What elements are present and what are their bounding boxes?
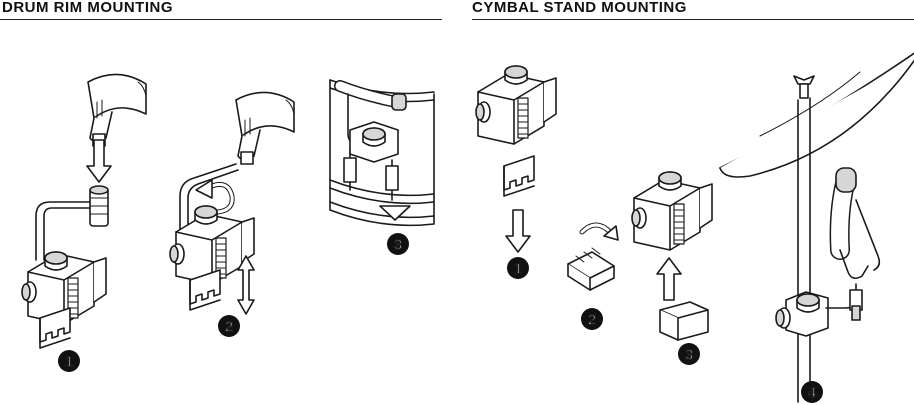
cymbal-step3-illustration: [631, 171, 713, 341]
microphone-icon: [829, 167, 881, 321]
mic-clip-icon: [235, 91, 295, 165]
cymbal-clamp-icon: [631, 171, 713, 251]
drum-rim-step3-badge: 3: [386, 232, 410, 256]
cymbal-step2-badge: 2: [580, 307, 604, 331]
drum-rim-step1-illustration: [21, 73, 147, 349]
cymbal-stand-mounting-title: CYMBAL STAND MOUNTING: [472, 0, 687, 16]
drum-rim-title-rule: [0, 19, 442, 20]
drum-rim-step2-badge: 2: [217, 314, 241, 338]
thread-adapter-icon: [89, 185, 109, 227]
drum-rim-mounting-title: DRUM RIM MOUNTING: [2, 0, 173, 16]
gooseneck-arm-icon: [179, 163, 239, 241]
stand-insert-icon: [503, 155, 535, 197]
up-down-arrow-icon: [237, 255, 255, 315]
cymbal-step4-badge: 4: [800, 380, 824, 404]
step-number: 1: [65, 354, 73, 371]
clamp-on-stand-icon: [775, 291, 829, 337]
rotate-arrow-icon: [195, 179, 235, 215]
rim-clamp-icon: [349, 121, 399, 163]
cymbal-clamp-icon: [475, 65, 557, 145]
cymbal-step4-illustration: [719, 52, 914, 403]
cymbal-stand-icon: [797, 97, 811, 403]
step-number: 4: [808, 385, 817, 402]
rim-clamp-icon: [169, 205, 255, 311]
stand-insert-icon: [659, 301, 709, 341]
drum-rim-step2-illustration: [169, 91, 295, 315]
gooseneck-arm-icon: [35, 201, 91, 261]
rotate-arrow-icon: [579, 222, 619, 241]
up-arrow-icon: [656, 257, 682, 301]
wingnut-icon: [793, 75, 815, 99]
cymbal-stand-title-rule: [472, 19, 914, 20]
step-number: 3: [685, 347, 693, 364]
rotated-insert-icon: [567, 247, 615, 291]
cymbal-step2-illustration: [567, 222, 619, 291]
cymbal-step1-illustration: [475, 65, 557, 253]
cymbal-step1-badge: 1: [506, 256, 530, 280]
down-arrow-icon: [505, 209, 531, 253]
step-number: 1: [514, 261, 522, 278]
step-number: 2: [588, 312, 596, 329]
mic-clip-icon: [87, 73, 147, 147]
cymbal-step3-badge: 3: [677, 342, 701, 366]
rim-clamp-icon: [21, 251, 107, 349]
cymbal-icon: [719, 52, 914, 178]
drum-rim-step3-illustration: [329, 79, 435, 227]
step-number: 2: [225, 319, 233, 336]
drum-rim-step1-badge: 1: [57, 349, 81, 373]
down-arrow-icon: [86, 139, 112, 183]
step-number: 3: [394, 237, 402, 254]
